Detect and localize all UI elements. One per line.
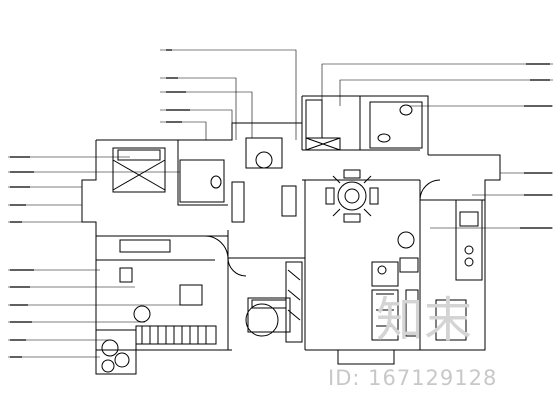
svg-text:知末: 知末 (376, 292, 472, 348)
annotation-ticks (10, 49, 552, 358)
wardrobe-hatch (287, 269, 301, 321)
kitchen-counter (455, 199, 483, 281)
toilet-top (399, 104, 413, 116)
plant-balcony-2 (114, 352, 130, 368)
plant-1 (397, 231, 415, 249)
watermark-logo: 知末 (376, 292, 472, 348)
door-arc-2 (227, 257, 247, 277)
fridge (435, 299, 467, 341)
study-table (119, 267, 133, 283)
bookshelf-lines (141, 326, 207, 344)
side-lamp (377, 265, 387, 275)
toilet-west (210, 175, 222, 189)
wardrobe-1 (231, 181, 245, 223)
plant-balcony-1 (101, 339, 119, 357)
outer-wall-north-block (301, 95, 501, 351)
entrance-round (255, 151, 273, 169)
kitchen-sink (459, 211, 479, 227)
door-arc-1 (204, 235, 229, 260)
bed-second (245, 297, 291, 337)
bath-top (369, 101, 423, 149)
bed-master (112, 147, 166, 193)
shoe-cabinet (305, 137, 341, 151)
tv-cabinet (405, 289, 419, 337)
inner-walls (96, 96, 485, 350)
sofa-living (371, 261, 399, 341)
wardrobe-2 (285, 261, 303, 343)
armchair (399, 257, 419, 273)
hall-console (281, 185, 297, 217)
storage-top (305, 99, 323, 139)
shoe-cabinet-x (305, 137, 341, 151)
chair-study (133, 305, 151, 323)
dining-table (325, 169, 379, 223)
sink-top (377, 133, 391, 143)
door-arc-3 (419, 179, 441, 201)
bath-west (179, 159, 225, 203)
stove-1 (464, 245, 474, 255)
desk (179, 284, 203, 306)
plant-balcony-3 (101, 359, 115, 373)
stove-2 (464, 257, 474, 267)
bookshelf (135, 325, 217, 345)
cabinet-west (119, 239, 171, 253)
entrance-cabinet (245, 137, 283, 169)
balcony-south (337, 349, 395, 365)
balcony-west (95, 329, 137, 375)
watermark-id: ID: 167129128 (328, 366, 498, 390)
